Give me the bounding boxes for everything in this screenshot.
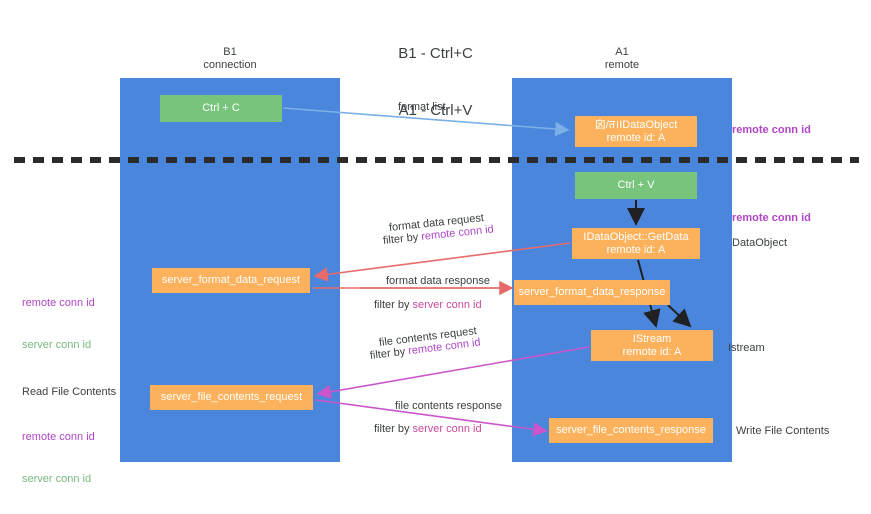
left-annotation-conn-ids-2: remote conn id server conn id bbox=[22, 402, 95, 514]
node-idataobject-label: 囟/त।IDataObject bbox=[594, 118, 678, 131]
node-server-file-contents-request-label: server_file_contents_request bbox=[160, 391, 303, 403]
node-ctrl-c-label: Ctrl + C bbox=[202, 102, 240, 114]
node-server-file-contents-request[interactable]: server_file_contents_request bbox=[150, 385, 313, 410]
node-server-format-data-request-label: server_format_data_request bbox=[161, 274, 301, 286]
edge-label-format-data-response: format data response bbox=[386, 275, 490, 287]
left-annotation-server-conn-id: server conn id bbox=[22, 339, 92, 351]
left-annotation-read-file-contents: Read File Contents bbox=[22, 386, 117, 398]
filter-value-server-conn-id: server conn id bbox=[412, 299, 482, 311]
edge-label-format-data-response-filter: filter by server conn id bbox=[374, 298, 482, 312]
swimlane-header-a1: A1 remote bbox=[604, 46, 640, 71]
filter-value-server-conn-id: server conn id bbox=[412, 423, 482, 435]
node-idataobject-getdata-label: IDataObject::GetData bbox=[583, 230, 689, 243]
node-istream[interactable]: IStream remote id: A bbox=[591, 330, 713, 361]
node-ctrl-c[interactable]: Ctrl + C bbox=[160, 95, 282, 122]
left-annotation-remote-conn-id: remote conn id bbox=[22, 297, 95, 309]
right-annotation-write-file-contents: Write File Contents bbox=[736, 425, 830, 437]
filter-prefix: filter by bbox=[369, 345, 409, 362]
node-ctrl-v[interactable]: Ctrl + V bbox=[575, 172, 697, 199]
title-line-1: B1 - Ctrl+C bbox=[398, 45, 473, 62]
filter-prefix: filter by bbox=[374, 299, 413, 311]
node-server-format-data-response[interactable]: server_format_data_response bbox=[514, 280, 670, 305]
swimlane-header-b1: B1 connection bbox=[203, 46, 257, 71]
edge-label-format-list: format list bbox=[398, 101, 446, 113]
diagram-canvas: B1 - Ctrl+C A1 - Ctrl+V B1 connection A1… bbox=[14, 45, 859, 485]
phase-divider-dashed-line bbox=[14, 157, 859, 163]
filter-prefix: filter by bbox=[374, 423, 413, 435]
node-server-file-contents-response[interactable]: server_file_contents_response bbox=[549, 418, 713, 443]
filter-prefix: filter by bbox=[382, 231, 422, 247]
left-annotation-conn-ids: remote conn id server conn id bbox=[22, 268, 95, 380]
edge-label-file-contents-response-filter: filter by server conn id bbox=[374, 422, 482, 436]
node-istream-sublabel: remote id: A bbox=[622, 345, 682, 358]
right-annotation-istream: Istream bbox=[728, 342, 765, 354]
left-annotation-server-conn-id-2: server conn id bbox=[22, 473, 92, 485]
right-annotation-remote-conn-id-mid: remote conn id bbox=[732, 212, 811, 224]
node-idataobject[interactable]: 囟/त।IDataObject remote id: A bbox=[575, 116, 697, 147]
node-server-format-data-response-label: server_format_data_response bbox=[518, 286, 666, 298]
node-server-format-data-request[interactable]: server_format_data_request bbox=[152, 268, 310, 293]
node-idataobject-getdata[interactable]: IDataObject::GetData remote id: A bbox=[572, 228, 700, 259]
node-server-file-contents-response-label: server_file_contents_response bbox=[556, 424, 706, 436]
node-idataobject-getdata-sublabel: remote id: A bbox=[606, 243, 666, 256]
node-idataobject-sublabel: remote id: A bbox=[606, 131, 666, 144]
left-annotation-remote-conn-id-2: remote conn id bbox=[22, 431, 95, 443]
right-annotation-remote-conn-id-top: remote conn id bbox=[732, 124, 811, 136]
node-istream-label: IStream bbox=[632, 332, 672, 345]
node-ctrl-v-label: Ctrl + V bbox=[617, 179, 655, 191]
edge-label-file-contents-response: file contents response bbox=[395, 400, 503, 412]
right-annotation-data-object: DataObject bbox=[732, 237, 788, 249]
